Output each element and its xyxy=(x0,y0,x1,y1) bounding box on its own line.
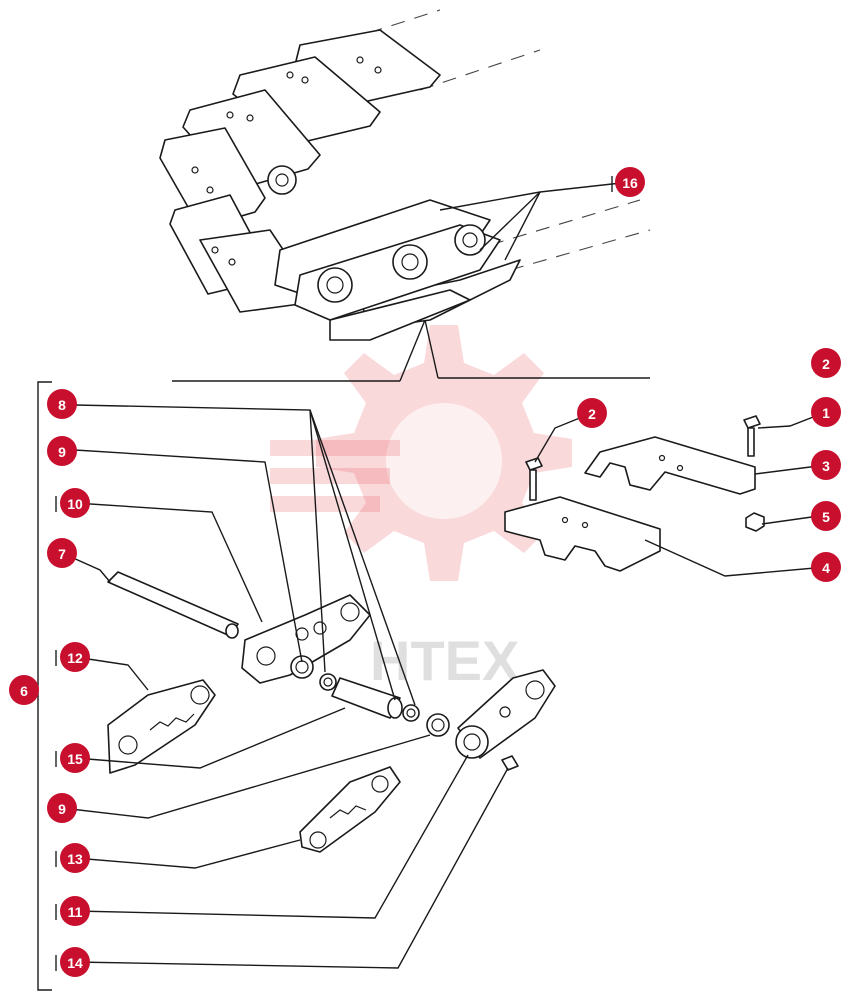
callout-circle xyxy=(60,642,90,672)
callout-c7: 7 xyxy=(47,538,77,568)
callout-label: 13 xyxy=(67,851,83,867)
callout-circle xyxy=(615,167,645,197)
bushing xyxy=(331,677,403,719)
callout-c9b: 9 xyxy=(47,793,77,823)
link-bottom xyxy=(299,766,401,853)
callout-circle xyxy=(60,843,90,873)
leader-lines xyxy=(37,181,827,991)
seal-ring-left xyxy=(290,655,337,691)
callout-circle xyxy=(60,488,90,518)
callout-c1: 1 xyxy=(811,397,841,427)
callout-label: 2 xyxy=(822,356,830,372)
callout-circle xyxy=(47,389,77,419)
callout-circle xyxy=(811,552,841,582)
callout-c2: 2 xyxy=(577,398,607,428)
bolt-right xyxy=(743,415,761,457)
nut xyxy=(745,512,765,532)
link-left-upper xyxy=(241,594,371,684)
assembly-pointer xyxy=(172,319,650,382)
callout-c8: 8 xyxy=(47,389,77,419)
callout-ticks xyxy=(55,176,613,971)
seal-ring-right xyxy=(402,704,450,737)
bolt-left xyxy=(525,457,543,501)
track-shoe-upper xyxy=(584,436,756,495)
watermark-text: HTEX xyxy=(370,629,519,692)
link-right xyxy=(455,669,556,759)
callout-c12: 12 xyxy=(60,642,90,672)
callout-c11: 11 xyxy=(60,896,90,926)
callout-circle xyxy=(811,397,841,427)
callout-circle xyxy=(577,398,607,428)
callout-c10: 10 xyxy=(60,488,90,518)
track-shoe-lower xyxy=(504,496,661,572)
callout-label: 11 xyxy=(68,904,83,920)
callout-c9a: 9 xyxy=(47,436,77,466)
watermark-gear-icon xyxy=(270,325,572,581)
callout-circle xyxy=(60,896,90,926)
callout-label: 1 xyxy=(822,405,830,421)
callout-label: 6 xyxy=(20,683,28,699)
link-left-lower xyxy=(107,679,216,774)
callout-label: 7 xyxy=(58,546,66,562)
callout-circle xyxy=(60,743,90,773)
dowel-pin xyxy=(501,755,519,771)
callout-circle xyxy=(47,793,77,823)
callout-c5: 5 xyxy=(811,501,841,531)
callout-c4: 4 xyxy=(811,552,841,582)
callout-c14: 14 xyxy=(60,947,90,977)
callout-circle xyxy=(47,436,77,466)
track-pin xyxy=(107,571,239,639)
callout-circle xyxy=(811,501,841,531)
callout-label: 16 xyxy=(622,175,638,191)
callout-label: 10 xyxy=(67,496,83,512)
callout-label: 9 xyxy=(58,444,66,460)
callout-circle xyxy=(811,348,841,378)
callout-label: 12 xyxy=(67,650,83,666)
callout-label: 2 xyxy=(588,406,596,422)
callout-label: 4 xyxy=(822,560,830,576)
track-chain-assembly xyxy=(159,9,651,341)
callout-c13: 13 xyxy=(60,843,90,873)
callout-c3: 3 xyxy=(811,450,841,480)
callout-c6: 6 xyxy=(9,675,39,705)
callout-circle xyxy=(60,947,90,977)
callout-c15: 15 xyxy=(60,743,90,773)
callout-label: 8 xyxy=(58,397,66,413)
callout-markers: 16 2 8 2 1 9 3 10 5 4 7 12 6 15 9 13 11 14 xyxy=(9,167,841,977)
callout-c2top: 2 xyxy=(811,348,841,378)
callout-circle xyxy=(47,538,77,568)
callout-circle xyxy=(9,675,39,705)
callout-c16: 16 xyxy=(615,167,645,197)
callout-label: 5 xyxy=(822,509,830,525)
callout-label: 14 xyxy=(67,955,83,971)
callout-label: 15 xyxy=(67,751,83,767)
callout-circle xyxy=(811,450,841,480)
callout-label: 9 xyxy=(58,801,66,817)
callout-label: 3 xyxy=(822,458,830,474)
